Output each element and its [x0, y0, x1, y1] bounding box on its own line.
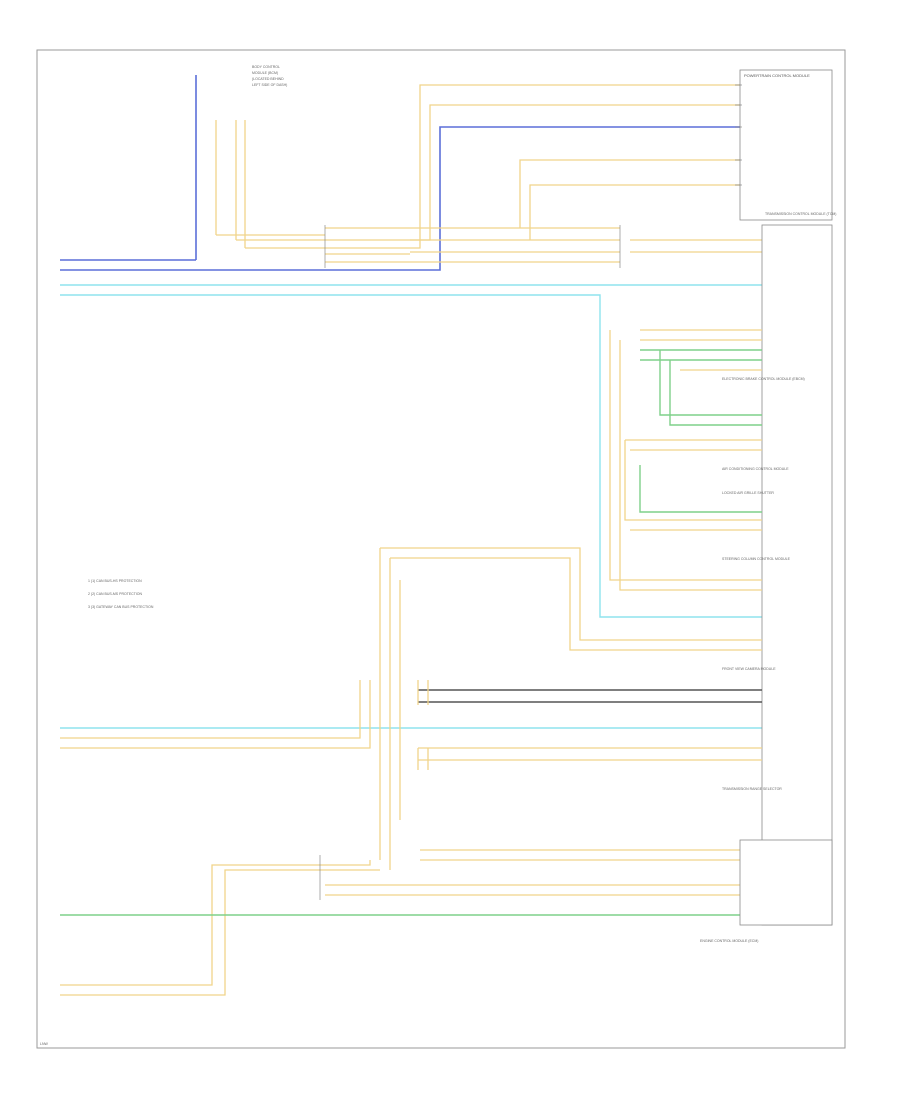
- top-module-box: [739, 69, 833, 221]
- top-module: POWERTRAIN CONTROL MODULE: [739, 69, 833, 221]
- module-label-trs: TRANSMISSION RANGE SELECTOR: [722, 787, 782, 791]
- legend-item-2: 2 (2) CAN BUS-MS PROTECTION: [88, 592, 143, 596]
- bottom-module: [739, 839, 833, 926]
- legend-item-1: 1 (1) CAN BUS-HS PROTECTION: [88, 579, 142, 583]
- top-label-3: (LOCATED BEHIND: [252, 77, 284, 81]
- right-module-column: [761, 224, 833, 926]
- right-module-box: [761, 224, 833, 926]
- module-label-ebcm: ELECTRONIC BRAKE CONTROL MODULE (EBCM): [722, 377, 805, 381]
- corner-label: LNW: [40, 1042, 48, 1046]
- top-label-block: BODY CONTROL MODULE (BCM) (LOCATED BEHIN…: [252, 65, 287, 87]
- connector-ticks: [319, 84, 742, 900]
- module-labels: TRANSMISSION CONTROL MODULE (TCM) ELECTR…: [700, 212, 836, 943]
- legend-item-3: 3 (3) GATEWAY CAN BUS PROTECTION: [88, 605, 154, 609]
- cyan-bus-wires: [60, 284, 762, 729]
- top-module-title: POWERTRAIN CONTROL MODULE: [744, 73, 810, 78]
- mid-right-wires: [609, 329, 762, 591]
- center-lower-wires: [60, 547, 762, 870]
- diagram-frame: [36, 49, 846, 1049]
- top-label-2: MODULE (BCM): [252, 71, 278, 75]
- module-label-tcm: TRANSMISSION CONTROL MODULE (TCM): [765, 212, 836, 216]
- legend: 1 (1) CAN BUS-HS PROTECTION 2 (2) CAN BU…: [88, 579, 154, 609]
- bottom-wires: [60, 849, 740, 996]
- module-label-ecm: ENGINE CONTROL MODULE (ECM): [700, 939, 758, 943]
- top-bus-wires: [60, 84, 762, 271]
- module-label-grille: LOCKED AIR GRILLE SHUTTER: [722, 491, 774, 495]
- bottom-module-box: [739, 839, 833, 926]
- module-label-ac: AIR CONDITIONING CONTROL MODULE: [722, 467, 789, 471]
- top-label-1: BODY CONTROL: [252, 65, 280, 69]
- top-label-4: LEFT SIDE OF DASH): [252, 83, 287, 87]
- module-label-steering: STEERING COLUMN CONTROL MODULE: [722, 557, 791, 561]
- top-left-stubs: [60, 75, 246, 261]
- module-label-camera: FRONT VIEW CAMERA MODULE: [722, 667, 776, 671]
